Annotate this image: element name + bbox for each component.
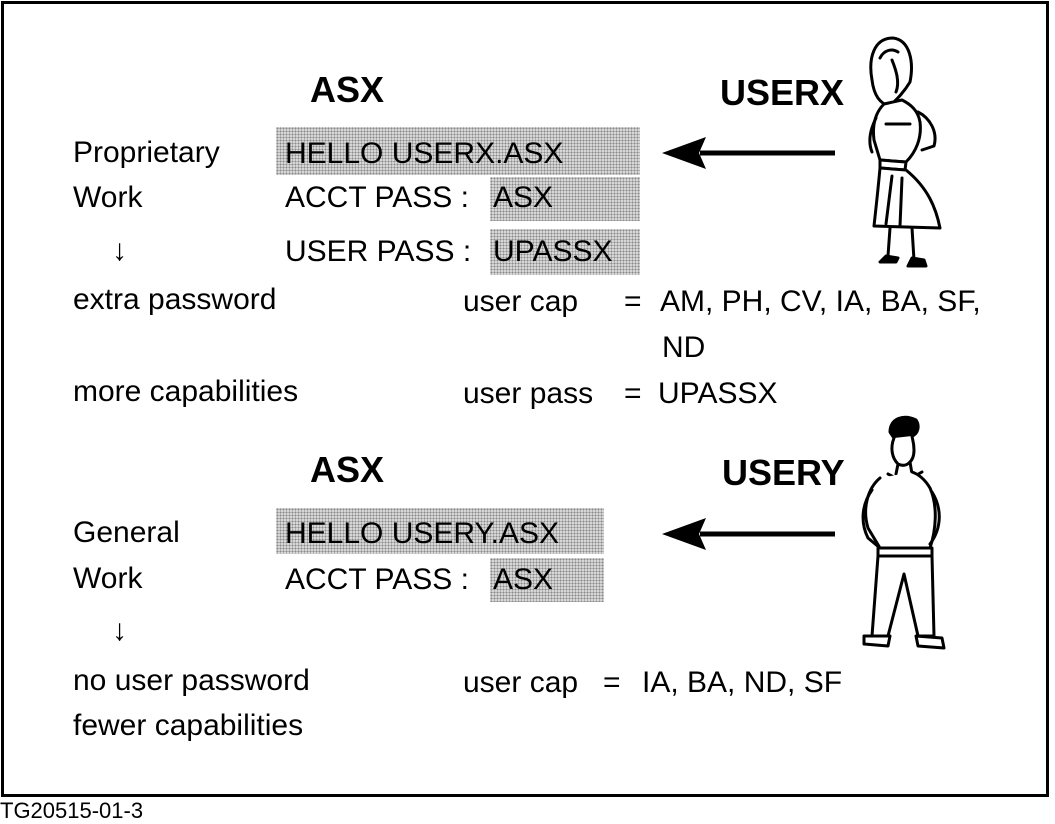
label-work-x: Work: [73, 181, 143, 214]
user-cap-values-x-line2: ND: [662, 331, 706, 364]
acct-pass-box-y: ASX: [490, 558, 604, 602]
label-no-user-password: no user password: [73, 664, 310, 697]
user-pass-value-x: UPASSX: [493, 235, 613, 268]
login-arrow-x: [662, 137, 835, 169]
hello-command-box-x: HELLO USERX.ASX: [276, 127, 640, 175]
hello-command-box-y: HELLO USERY.ASX: [276, 508, 604, 554]
user-pass-label-x: USER PASS :: [285, 235, 472, 268]
acct-pass-value-x: ASX: [493, 181, 554, 214]
login-arrow-y: [662, 518, 835, 550]
acct-pass-value-y: ASX: [493, 563, 554, 596]
system-title-x: ASX: [310, 69, 385, 110]
man-user-figure-icon: [861, 415, 946, 650]
acct-pass-label-x: ACCT PASS :: [285, 181, 469, 214]
equals-cap-y: =: [603, 666, 621, 699]
label-extra-password: extra password: [73, 283, 277, 316]
hello-command-x: HELLO USERX.ASX: [285, 137, 564, 170]
acct-pass-box-x: ASX: [490, 177, 640, 221]
label-work-y: Work: [73, 562, 143, 595]
user-cap-values-y: IA, BA, ND, SF: [642, 666, 843, 699]
label-more-capabilities: more capabilities: [73, 375, 299, 408]
woman-user-figure-icon: [868, 36, 942, 268]
label-fewer-capabilities: fewer capabilities: [73, 709, 304, 742]
user-cap-label-y: user cap: [463, 666, 579, 699]
equals-pass-x: =: [624, 377, 642, 410]
label-proprietary: Proprietary: [73, 136, 220, 169]
user-pass-text-value-x: UPASSX: [658, 377, 778, 410]
user-pass-box-x: UPASSX: [490, 229, 640, 275]
down-arrow-x: ↓: [112, 234, 127, 267]
user-cap-label-x: user cap: [463, 285, 579, 318]
system-title-y: ASX: [310, 449, 385, 490]
equals-cap-x: =: [624, 285, 642, 318]
figure-code: TG20515-01-3: [0, 798, 144, 823]
diagram-frame: [1, 1, 1049, 797]
user-pass-text-label-x: user pass: [463, 377, 594, 410]
user-cap-values-x-line1: AM, PH, CV, IA, BA, SF,: [660, 285, 981, 318]
hello-command-y: HELLO USERY.ASX: [285, 517, 560, 550]
acct-pass-label-y: ACCT PASS :: [285, 563, 469, 596]
label-general: General: [73, 516, 180, 549]
user-title-x: USERX: [720, 72, 845, 113]
down-arrow-y: ↓: [112, 614, 127, 647]
user-title-y: USERY: [722, 452, 845, 493]
